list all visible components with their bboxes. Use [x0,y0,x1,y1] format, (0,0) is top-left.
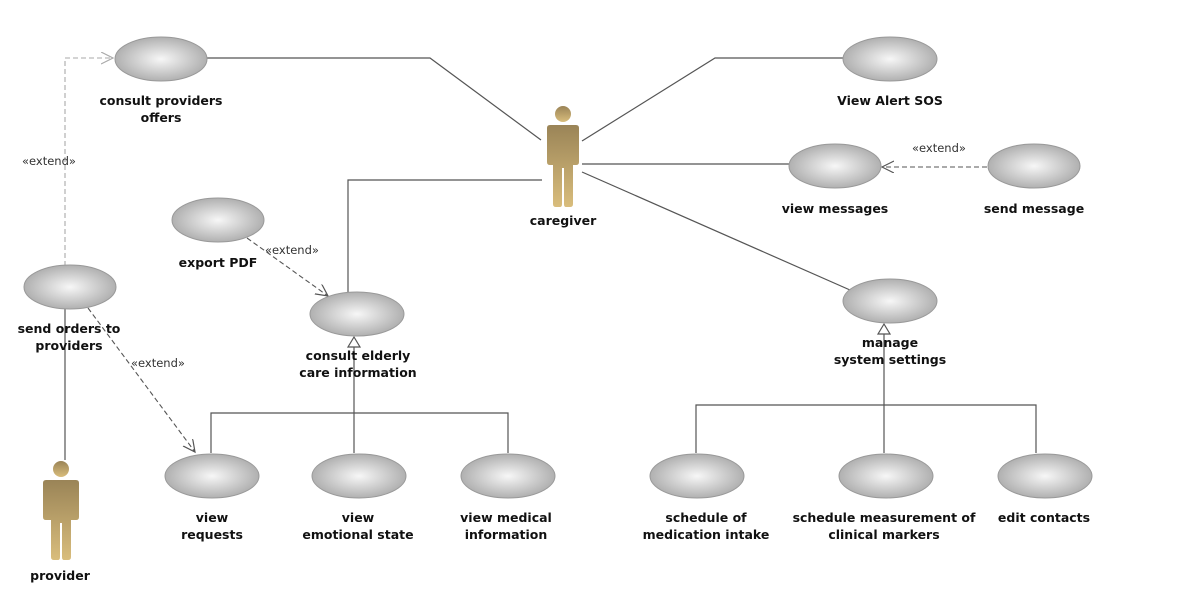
label-view-alert-sos: View Alert SOS [837,93,943,108]
label-consult-elderly: consult elderly care information [299,348,417,380]
label-view-requests: view requests [181,510,243,542]
assoc-caregiver-manage-settings [581,171,851,291]
label-view-messages: view messages [781,201,889,216]
label-view-medical: view medical information [460,510,552,542]
extend-send-orders-to-view-requests [87,307,195,452]
actor-head [53,461,69,477]
usecase-send-message[interactable] [987,143,1081,189]
label-actor-caregiver: caregiver [529,213,597,228]
usecase-schedule-measurement[interactable] [838,453,934,499]
gen-bus-manage-settings [695,404,1037,453]
actor-body [43,480,79,560]
extend-export-pdf-to-consult-elderly [246,237,328,296]
label-schedule-measurement: schedule measurement of clinical markers [792,510,976,542]
assoc-caregiver-consult-providers [207,57,542,141]
label-actor-provider: provider [30,568,90,583]
usecase-view-requests[interactable] [164,453,260,499]
usecase-view-medical[interactable] [460,453,556,499]
label-send-orders: send orders to providers [17,321,121,353]
actor-provider-figure[interactable] [43,461,79,560]
usecase-view-alert-sos[interactable] [842,36,938,82]
usecase-view-messages[interactable] [788,143,882,189]
usecase-consult-providers-offers[interactable] [114,36,208,82]
stereotype-extend-view-requests: «extend» [131,356,185,370]
usecase-view-emotional[interactable] [311,453,407,499]
label-export-pdf: export PDF [178,255,258,270]
usecase-schedule-medication[interactable] [649,453,745,499]
gen-arrowhead-consult-elderly [346,335,362,348]
label-send-message: send message [983,201,1085,216]
actor-body [547,125,579,207]
extends [64,58,987,452]
label-consult-providers-offers: consult providers offers [99,93,223,125]
assoc-caregiver-consult-elderly [347,179,542,292]
use-cases [23,36,1093,499]
associations [64,57,851,460]
actor-caregiver-figure[interactable] [547,106,579,207]
label-edit-contacts: edit contacts [997,510,1091,525]
usecase-send-orders[interactable] [23,264,117,310]
generalizations [210,322,1037,453]
usecase-consult-elderly[interactable] [309,291,405,337]
gen-arrowhead-manage-settings [876,322,892,335]
label-schedule-medication: schedule of medication intake [642,510,770,542]
label-view-emotional: view emotional state [302,510,414,542]
usecase-manage-settings[interactable] [842,278,938,324]
actor-head [555,106,571,122]
usecase-edit-contacts[interactable] [997,453,1093,499]
extend-send-orders-to-consult-providers [64,58,113,266]
gen-bus-consult-elderly [210,412,509,453]
stereotype-extend-consult-providers: «extend» [22,154,76,168]
assoc-caregiver-alert-sos [581,57,843,142]
usecase-export-pdf[interactable] [171,197,265,243]
label-manage-settings: manage system settings [833,335,947,367]
stereotype-extend-export-pdf: «extend» [265,243,319,257]
stereotype-extend-send-message: «extend» [912,141,966,155]
